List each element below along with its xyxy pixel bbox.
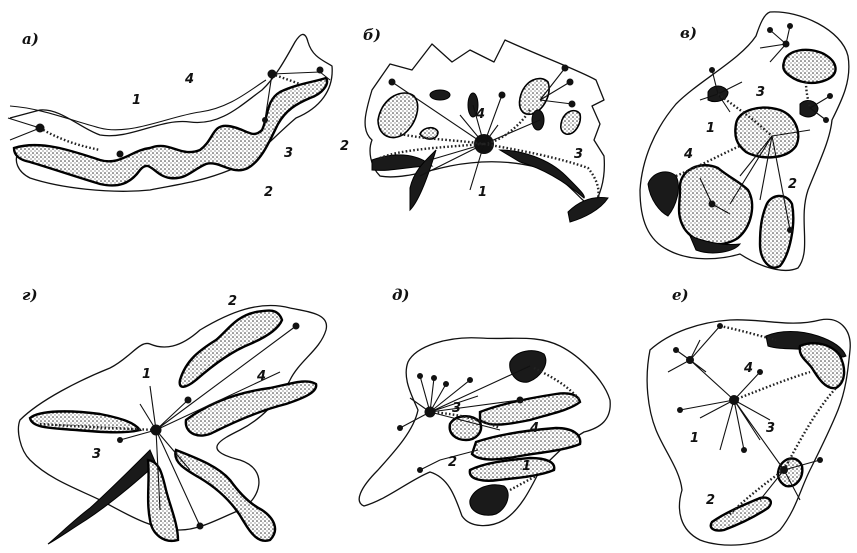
panel-f-node (673, 347, 679, 353)
panel-a-node (268, 70, 277, 79)
panel-b-marker-1: 1 (478, 185, 487, 200)
panel-d-center-node (151, 425, 162, 436)
panel-c: в) 3 1 4 2 (640, 12, 849, 271)
panel-f-node (741, 447, 747, 453)
panel-a-marker-2: 2 (264, 185, 273, 200)
panel-a-node (36, 124, 45, 133)
panel-e-marker-2: 2 (448, 455, 457, 470)
panel-f-node (780, 466, 788, 474)
panel-a-marker-1: 1 (132, 93, 141, 108)
panel-e-blob-bottom (470, 485, 508, 515)
panel-d-marker-4: 4 (256, 369, 266, 384)
panel-e-marker-1: 1 (522, 459, 531, 474)
panel-f-node (757, 369, 763, 375)
panel-d-ridge-2 (180, 310, 282, 386)
panel-f-marker-4: 4 (743, 361, 753, 376)
panel-b-channel-4 (568, 198, 608, 222)
panel-e-node (443, 381, 449, 387)
panel-e-marker-4: 4 (529, 421, 539, 436)
panel-e-channel-low (470, 458, 554, 481)
panel-a-marker-3: 3 (284, 146, 293, 161)
panel-c-node (767, 27, 773, 33)
panel-e-node (417, 373, 423, 379)
panel-f-node (817, 457, 823, 463)
panel-b-zone-2 (520, 79, 550, 115)
panel-e-node (397, 425, 403, 431)
panel-d-label: г) (22, 286, 38, 304)
panel-b-blob (430, 90, 450, 100)
panel-d-node (185, 397, 192, 404)
panel-c-node (709, 67, 715, 73)
panel-b-marker-3: 3 (574, 147, 583, 162)
panel-b-channel-3 (500, 150, 584, 198)
panel-a-label: а) (22, 30, 39, 48)
panel-b-node (569, 101, 576, 108)
panel-b-blob (532, 110, 544, 130)
panel-e-node (417, 467, 423, 473)
panel-d-marker-2: 2 (228, 294, 237, 309)
panel-b-node (567, 79, 574, 86)
panel-e-marker-3: 3 (452, 401, 461, 416)
panel-e-node (467, 377, 473, 383)
panel-b-node (389, 79, 396, 86)
panel-f-node (677, 407, 683, 413)
panel-a-node (317, 67, 324, 74)
panel-d-node (117, 437, 123, 443)
panel-f-marker-2: 2 (706, 493, 715, 508)
panel-a-node (262, 117, 268, 123)
panel-f-label: е) (672, 286, 689, 304)
panel-b-zone-3 (561, 111, 581, 135)
panel-f: е) 4 1 3 2 (647, 286, 850, 545)
panel-a-node (117, 151, 124, 158)
panel-c-blob-right (800, 101, 818, 117)
panel-c-node (787, 23, 793, 29)
panel-c-marker-2: 2 (788, 177, 797, 192)
panel-b-node (499, 92, 506, 99)
panel-b-node (562, 65, 569, 72)
panel-c-marker-3: 3 (756, 85, 765, 100)
panel-a-marker-4: 4 (184, 72, 194, 87)
panel-c-node (709, 201, 716, 208)
panel-e-channel-mid (472, 428, 580, 460)
panel-d-ridge-4 (186, 381, 316, 435)
panel-e-label: д) (392, 286, 410, 304)
panel-a: а) 1 4 3 2 (8, 30, 332, 200)
panel-c-marker-1: 1 (706, 121, 715, 136)
panel-d-ridge-bottom (148, 460, 178, 541)
panel-b-marker-4: 4 (475, 107, 485, 122)
panel-d-node (197, 523, 204, 530)
panel-e-channel-4 (480, 393, 580, 424)
panel-b: б) 2 4 3 1 (340, 26, 608, 222)
panel-c-label: в) (680, 24, 697, 42)
panel-f-node (686, 356, 694, 364)
panel-d-node (293, 323, 300, 330)
panel-e-center-node (425, 407, 436, 418)
panel-c-node (783, 41, 790, 48)
panel-c-node (787, 227, 793, 233)
panel-e: д) 3 4 2 1 (359, 286, 610, 526)
panel-f-center-node (729, 395, 739, 405)
panel-d-marker-1: 1 (142, 367, 151, 382)
panel-c-node (827, 93, 833, 99)
panel-f-marker-1: 1 (690, 431, 699, 446)
panel-c-node (823, 117, 829, 123)
panel-b-label: б) (363, 26, 381, 44)
panel-d: г) 2 1 4 3 (18, 286, 326, 544)
panel-c-zone-top (783, 50, 835, 83)
panel-d-marker-3: 3 (92, 447, 101, 462)
panel-b-marker-2: 2 (340, 139, 349, 154)
panel-e-node (431, 375, 437, 381)
panel-e-node (517, 397, 524, 404)
panel-f-node (717, 323, 723, 329)
panel-c-zone-large (679, 165, 752, 244)
panel-f-marker-3: 3 (766, 421, 775, 436)
panel-d-ridge-br (175, 450, 275, 541)
panel-d-ridge-bl (48, 450, 156, 544)
panel-b-zone-1 (378, 93, 418, 138)
panel-c-marker-4: 4 (683, 147, 693, 162)
panel-c-dark-edge (648, 172, 678, 216)
